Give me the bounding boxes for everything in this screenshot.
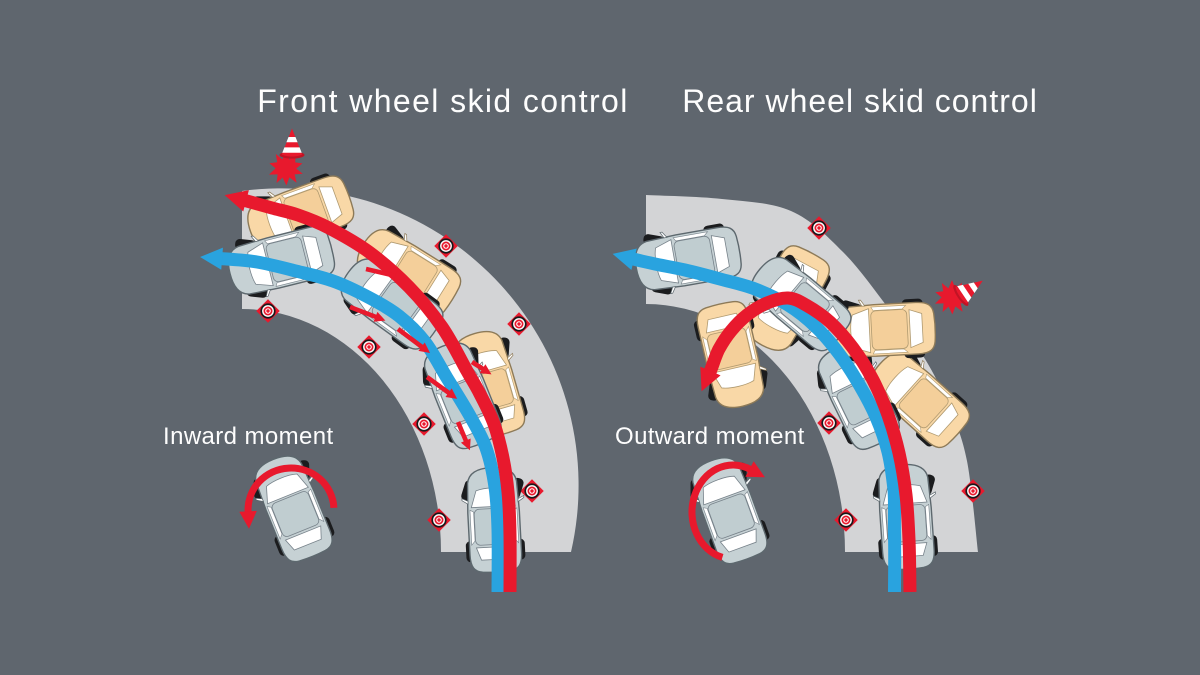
svg-text:Rear wheel skid control: Rear wheel skid control xyxy=(682,83,1038,119)
svg-text:Outward moment: Outward moment xyxy=(615,423,805,450)
svg-text:Inward moment: Inward moment xyxy=(163,423,334,450)
svg-text:Front wheel skid control: Front wheel skid control xyxy=(257,83,629,119)
